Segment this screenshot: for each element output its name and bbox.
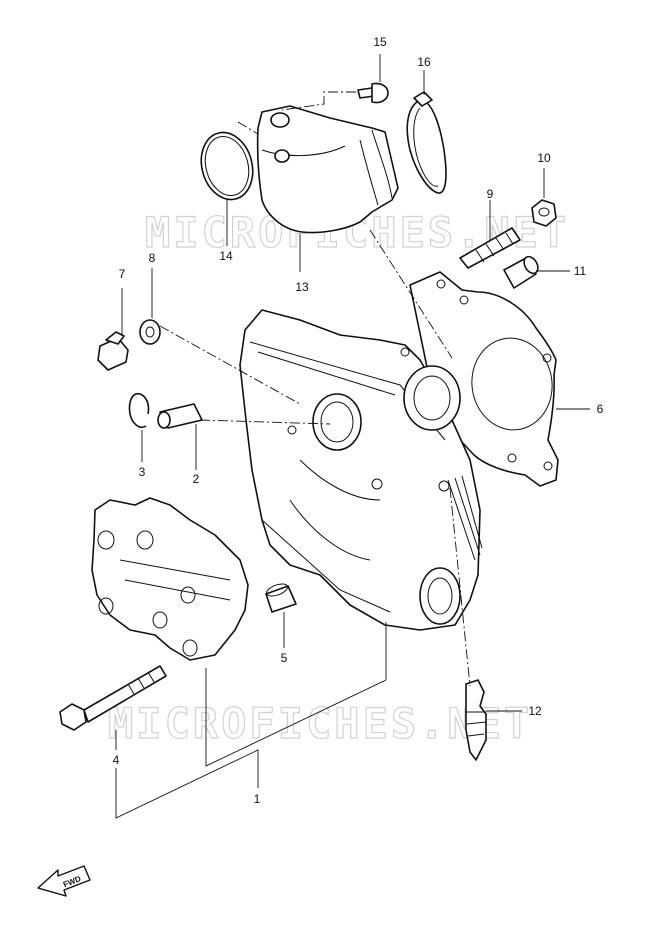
spark-plug-part-12 (465, 679, 487, 761)
clamp-part-16 (406, 91, 447, 194)
fwd-arrow-icon: FWD (37, 865, 91, 897)
watermark-bottom: MICROFICHES.NET (108, 699, 532, 748)
rocker-arm-holder (91, 497, 249, 661)
callout-9: 9 (487, 187, 494, 201)
o-ring-part-14 (200, 131, 254, 201)
leader-lines (115, 54, 590, 819)
stud-part-9 (459, 227, 521, 269)
callout-4: 4 (113, 753, 120, 767)
callout-6: 6 (597, 402, 604, 416)
callout-8: 8 (149, 251, 156, 265)
bolt-part-4 (59, 665, 167, 731)
callout-7: 7 (119, 267, 126, 281)
circlip-part-3 (128, 392, 150, 429)
callout-labels: 1 2 3 4 5 6 7 8 9 10 11 12 13 14 15 16 (113, 35, 604, 806)
callout-11: 11 (574, 264, 587, 278)
cap-part-7 (97, 331, 129, 371)
callout-3: 3 (139, 465, 146, 479)
callout-14: 14 (219, 249, 233, 263)
dowel-part-5 (265, 583, 297, 613)
callout-2: 2 (193, 472, 200, 486)
callout-12: 12 (528, 704, 542, 718)
cylinder-head (239, 309, 483, 631)
callout-16: 16 (417, 55, 431, 69)
dowel-pin-part-11 (503, 255, 539, 289)
callout-5: 5 (281, 651, 288, 665)
callout-15: 15 (373, 35, 387, 49)
callout-10: 10 (537, 151, 551, 165)
callout-1: 1 (254, 792, 261, 806)
nut-part-10 (531, 199, 557, 227)
pin-part-2 (157, 403, 203, 429)
bolt-part-15 (357, 82, 389, 104)
callout-13: 13 (295, 280, 309, 294)
intake-pipe-part-13 (256, 105, 399, 234)
washer-part-8 (139, 319, 161, 345)
